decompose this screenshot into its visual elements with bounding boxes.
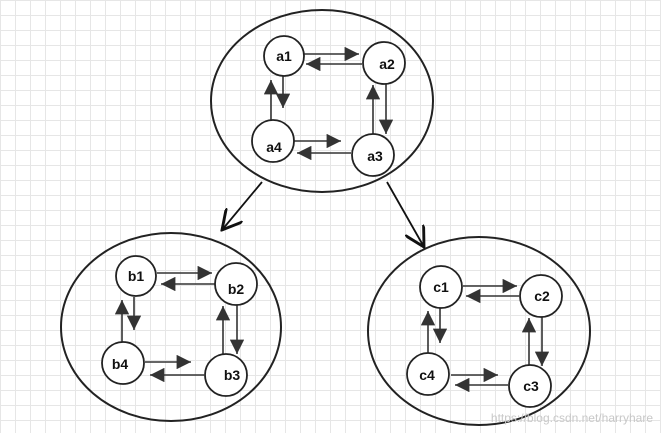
node-b2-label: b2	[228, 281, 245, 297]
node-a2-circle	[362, 41, 406, 85]
group-b-edges	[114, 265, 245, 383]
watermark-text: https://blog.csdn.net/harryhare	[490, 411, 653, 425]
node-a4-circle	[251, 119, 295, 163]
node-c1-circle	[419, 265, 463, 309]
group-edge-a-b	[222, 181, 263, 230]
node-a4-label: a4	[266, 139, 282, 155]
node-c4-circle	[406, 352, 450, 396]
group-edge-a-c	[386, 181, 424, 247]
node-a3-label: a3	[367, 148, 383, 164]
node-b4: b4	[101, 341, 145, 385]
node-a1-label: a1	[276, 48, 292, 64]
node-a1-circle	[263, 35, 305, 77]
node-a3: a3	[351, 133, 395, 177]
node-a1: a1	[263, 35, 305, 77]
node-c1-label: c1	[433, 279, 449, 295]
node-a3-circle	[351, 133, 395, 177]
node-c1: c1	[419, 265, 463, 309]
node-c2-label: c2	[534, 288, 550, 304]
node-c3-label: c3	[523, 378, 539, 394]
node-a2: a2	[362, 41, 406, 85]
node-a2-label: a2	[379, 56, 395, 72]
node-b1-circle	[115, 255, 157, 297]
node-a4: a4	[251, 119, 295, 163]
group-a-ellipse	[210, 9, 434, 193]
node-c2: c2	[519, 274, 563, 318]
node-b2: b2	[214, 262, 258, 306]
group-c-edges	[420, 278, 550, 393]
node-c3: c3	[508, 364, 552, 408]
group-b-ellipse	[60, 232, 282, 422]
node-b2-circle	[214, 262, 258, 306]
node-c2-circle	[519, 274, 563, 318]
node-c4-label: c4	[419, 367, 435, 383]
node-b1: b1	[115, 255, 157, 297]
node-b3: b3	[204, 353, 248, 397]
node-b3-circle	[204, 353, 248, 397]
node-b3-label: b3	[224, 367, 241, 383]
node-c3-circle	[508, 364, 552, 408]
node-c4: c4	[406, 352, 450, 396]
group-a-edges	[263, 46, 394, 161]
node-b1-label: b1	[128, 268, 145, 284]
group-c-ellipse	[367, 236, 591, 426]
node-b4-label: b4	[112, 356, 129, 372]
node-b4-circle	[101, 341, 145, 385]
